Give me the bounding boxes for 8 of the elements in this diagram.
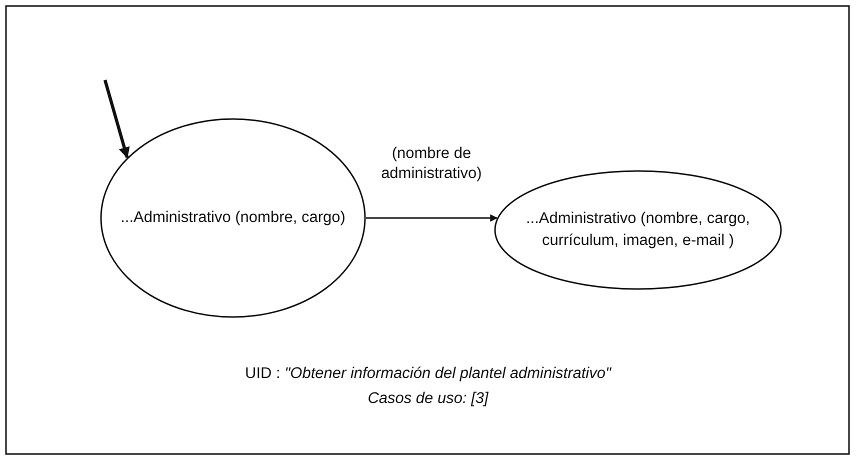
ellipse-node <box>494 170 782 290</box>
arrow <box>103 80 130 159</box>
ellipse-node <box>100 118 366 318</box>
node-text: ...Administrativo (nombre, cargo) <box>120 208 346 228</box>
caption-text: Casos de uso: [3] <box>366 390 490 408</box>
node-text: ...Administrativo (nombre, cargo, currículum, imagen, e-mail ) <box>525 209 751 251</box>
arrow <box>366 214 498 222</box>
caption-text: UID : "Obtener información del plantel administrativo" <box>244 365 612 383</box>
